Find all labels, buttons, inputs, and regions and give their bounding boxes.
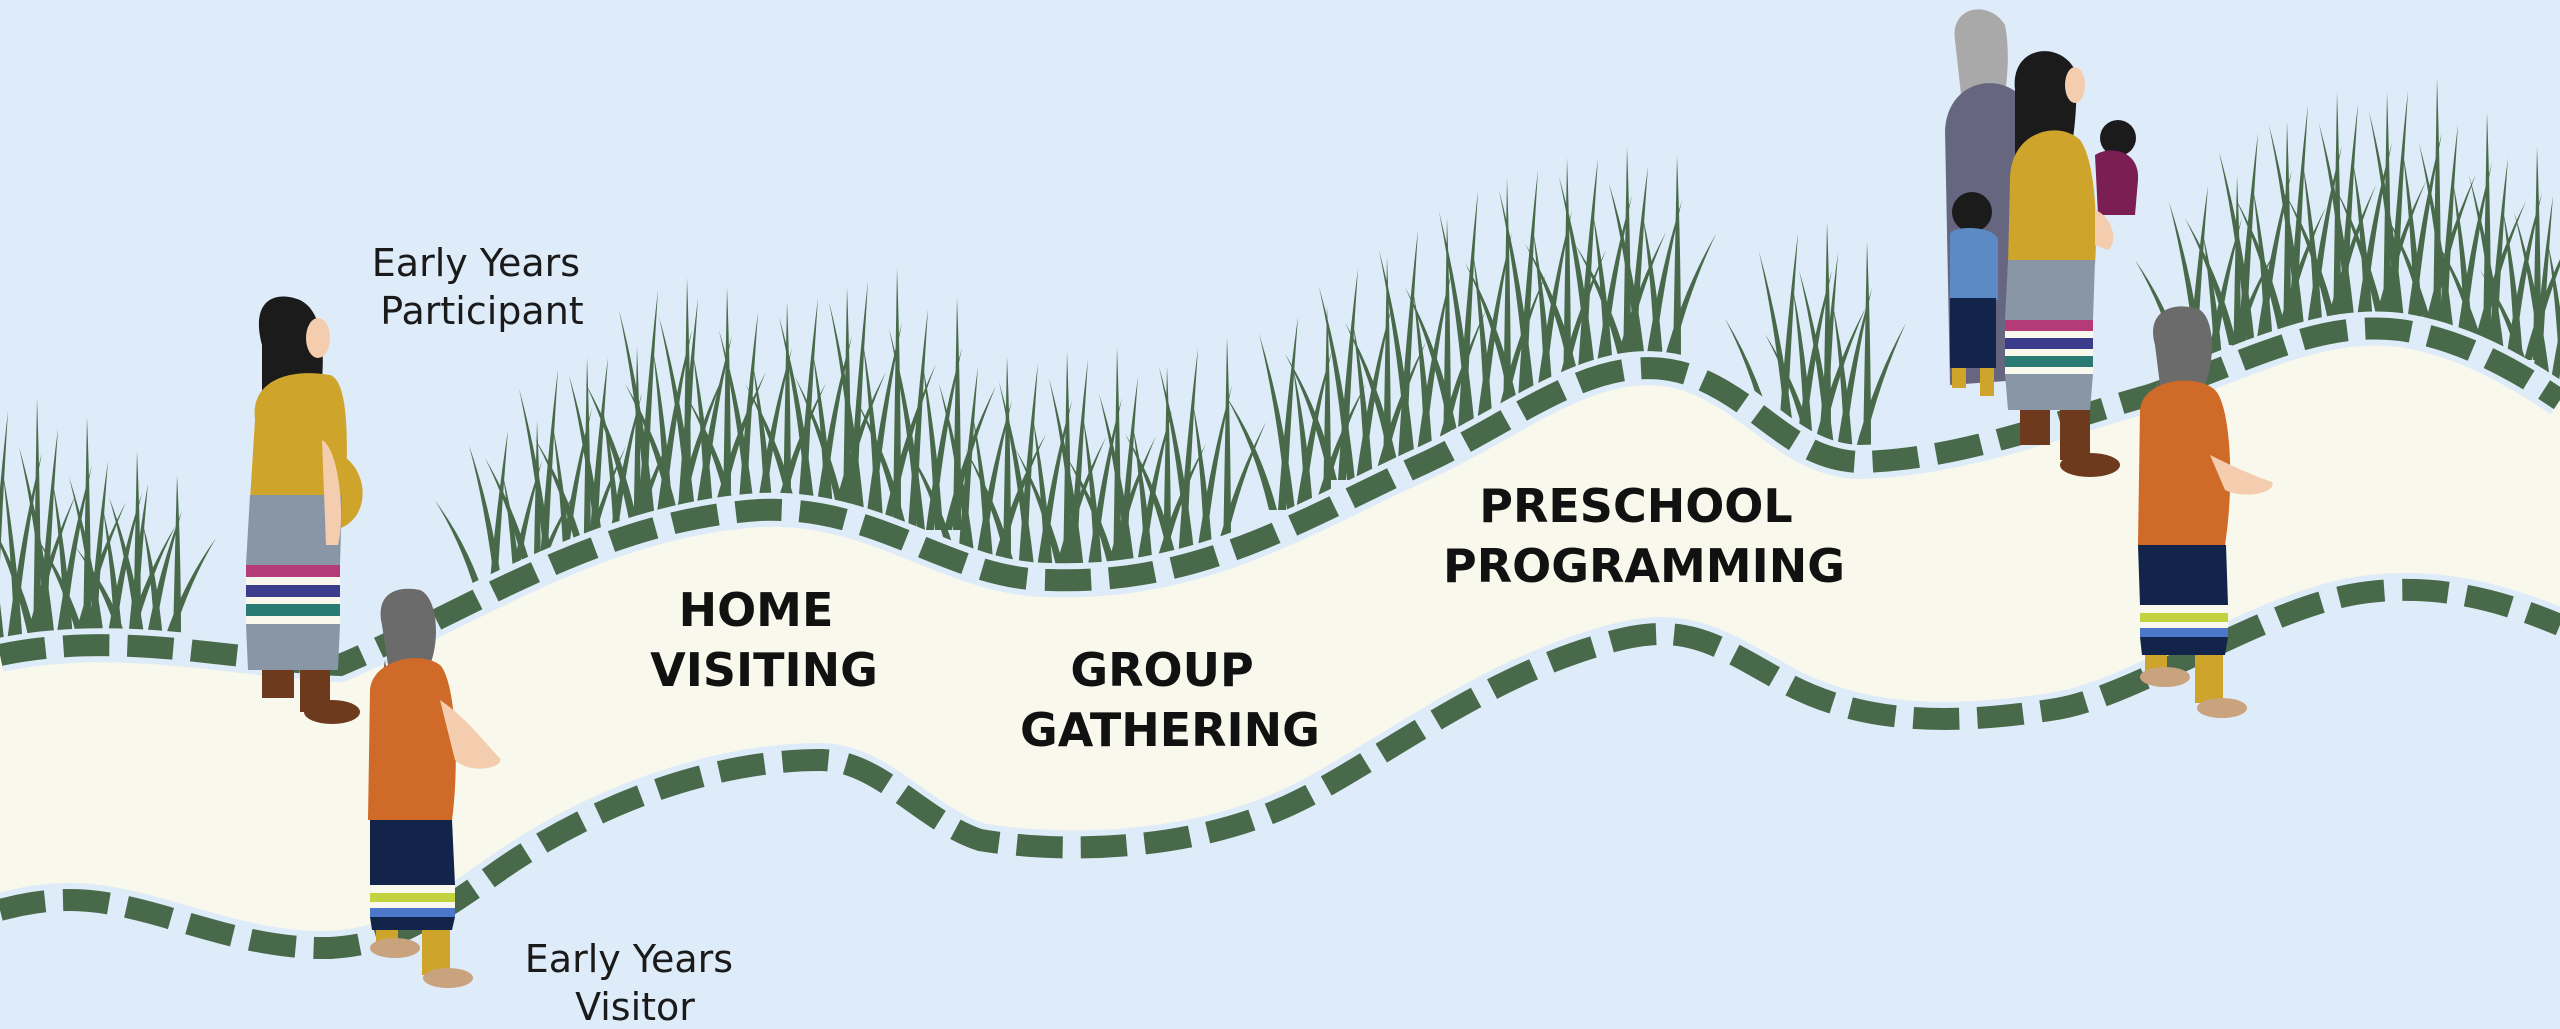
role-line-2: Visitor <box>575 985 695 1029</box>
stage-line-1: HOME <box>679 583 834 637</box>
role-line-1: Early Years <box>372 241 580 285</box>
role-line-1: Early Years <box>525 937 733 981</box>
stage-line-2: VISITING <box>650 643 878 697</box>
stage-line-2: PROGRAMMING <box>1443 539 1845 593</box>
stage-line-1: PRESCHOOL <box>1479 479 1792 533</box>
stage-line-2: GATHERING <box>1020 703 1320 757</box>
role-line-2: Participant <box>380 289 583 333</box>
stage-line-1: GROUP <box>1070 643 1253 697</box>
